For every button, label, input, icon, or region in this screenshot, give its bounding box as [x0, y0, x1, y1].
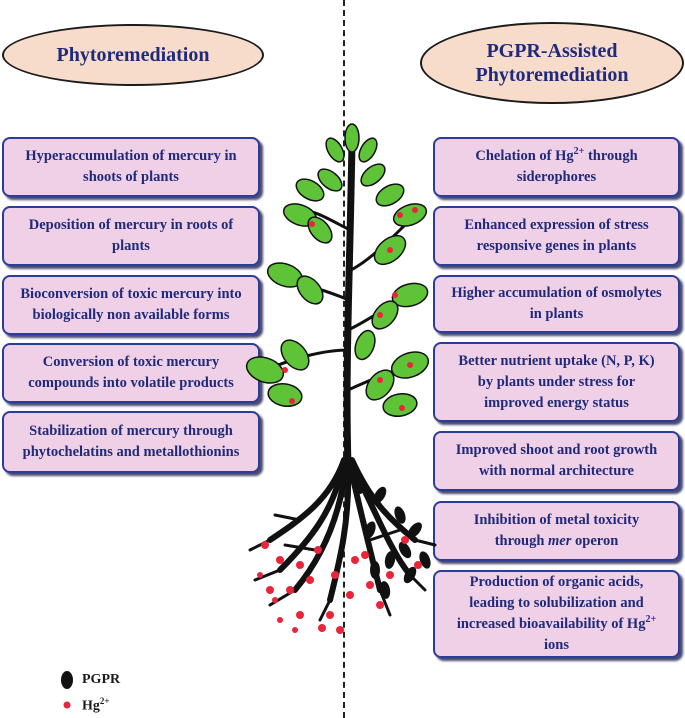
right-box-6-line2: through mer operon	[474, 531, 640, 552]
plant-illustration	[245, 123, 437, 634]
right-box-7-line4: ions	[543, 637, 569, 653]
left-box-bioconversion: Bioconversion of toxic mercury into biolo…	[2, 275, 260, 335]
leaves	[245, 123, 430, 417]
phytoremediation-header: Phytoremediation	[2, 24, 264, 86]
left-box-volatilization: Conversion of toxic mercury compounds int…	[2, 343, 260, 403]
right-box-6-line1: Inhibition of metal toxicity	[473, 512, 640, 528]
left-box-hyperaccumulation: Hyperaccumulation of mercury in shoots of…	[2, 137, 260, 197]
right-box-4-line2: by plants under stress for	[477, 373, 636, 390]
right-box-7-line1: Production of organic acids,	[469, 574, 644, 590]
pgpr-phytoremediation-header: PGPR-Assisted Phytoremediation	[420, 22, 684, 104]
right-box-7-pre: increased bioavailability of Hg	[456, 616, 646, 632]
left-box-5-line2: phytochelatins and metallothionins	[22, 444, 240, 460]
right-box-6-post: operon	[571, 533, 619, 549]
right-box-6-pre: through	[494, 533, 549, 549]
right-box-1-line2: siderophores	[516, 169, 597, 185]
right-box-osmolytes: Higher accumulation of osmolytes in plant…	[433, 275, 680, 333]
left-box-1-line2: shoots of plants	[83, 169, 179, 185]
legend-hg-label: Hg2+	[82, 696, 110, 715]
right-box-1-sup: 2+	[573, 146, 585, 158]
left-box-4-line2: compounds into volatile products	[28, 375, 234, 391]
right-box-5-line1: Improved shoot and root growth	[455, 442, 658, 458]
right-box-2-line2: responsive genes in plants	[476, 238, 637, 254]
right-box-growth: Improved shoot and root growth with norma…	[433, 431, 680, 491]
right-box-1-pre: Chelation of Hg	[475, 148, 574, 164]
right-box-nutrient-uptake: Better nutrient uptake (N, P, K) by plant…	[433, 342, 680, 422]
legend-hg: Hg2+	[60, 696, 110, 715]
left-box-2-line2: plants	[112, 238, 150, 254]
right-box-7-sup: 2+	[645, 614, 657, 626]
pgpr-header-line1: PGPR-Assisted	[486, 40, 618, 62]
left-box-1-line1: Hyperaccumulation of mercury in	[25, 148, 237, 164]
left-box-stabilization: Stabilization of mercury through phytoche…	[2, 411, 260, 473]
left-box-3-line1: Bioconversion of toxic mercury into	[20, 286, 242, 302]
legend-hg-sup: 2+	[99, 696, 110, 706]
left-box-4-line1: Conversion of toxic mercury	[42, 354, 220, 370]
hg-ions	[257, 207, 422, 634]
right-box-7-line2: leading to solubilization and	[469, 595, 644, 611]
left-box-2-line1: Deposition of mercury in roots of	[28, 217, 234, 233]
right-box-organic-acids: Production of organic acids, leading to …	[433, 570, 680, 658]
right-box-chelation: Chelation of Hg2+ through siderophores	[433, 137, 680, 197]
phytoremediation-header-text: Phytoremediation	[56, 44, 210, 66]
right-box-1-post: through	[584, 148, 638, 164]
hg-legend-icon	[63, 701, 71, 709]
left-box-5-line1: Stabilization of mercury through	[29, 423, 233, 439]
center-dashed-divider	[343, 0, 345, 718]
left-box-root-deposition: Deposition of mercury in roots of plants	[2, 206, 260, 266]
right-box-7-line3: increased bioavailability of Hg2+	[457, 614, 656, 635]
right-box-5-line2: with normal architecture	[479, 463, 634, 479]
right-box-2-line1: Enhanced expression of stress	[464, 217, 649, 233]
right-box-4-line1: Better nutrient uptake (N, P, K)	[458, 352, 655, 369]
pgpr-cells	[355, 476, 431, 599]
pgpr-header-line2: Phytoremediation	[475, 64, 629, 86]
right-box-1-line1: Chelation of Hg2+ through	[475, 146, 637, 167]
legend-pgpr: PGPR	[60, 670, 120, 690]
legend-hg-text: Hg	[82, 698, 100, 714]
pgpr-legend-icon	[61, 671, 73, 689]
right-box-3-line1: Higher accumulation of osmolytes	[451, 285, 662, 301]
left-box-3-line2: biologically non available forms	[32, 307, 230, 323]
legend-pgpr-label: PGPR	[82, 672, 121, 687]
right-box-mer-operon: Inhibition of metal toxicity through mer…	[433, 501, 680, 561]
right-box-6-mer: mer	[548, 533, 572, 549]
right-box-4-line3: improved energy status	[484, 394, 629, 411]
right-box-stress-genes: Enhanced expression of stress responsive …	[433, 206, 680, 266]
right-box-3-line2: in plants	[529, 306, 584, 322]
